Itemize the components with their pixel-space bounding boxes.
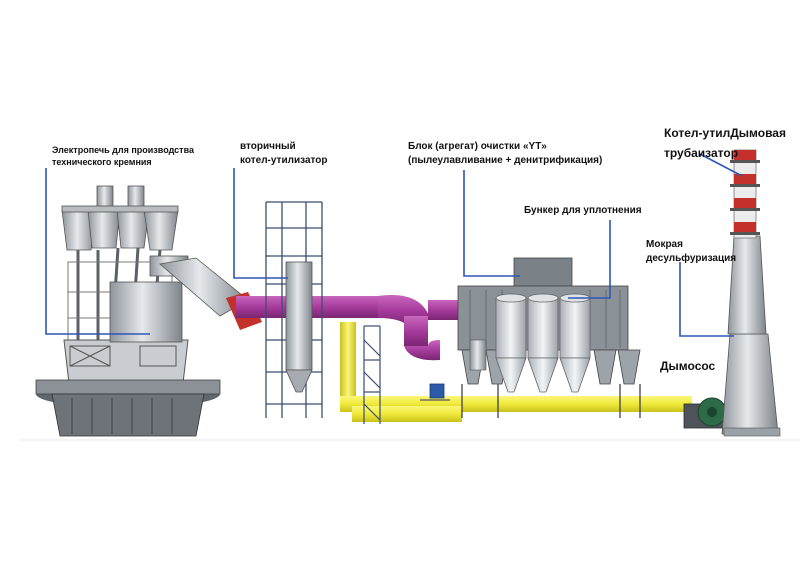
label-cleaning-block: Блок (агрегат) очистки «YT» (пылеулавлив… — [408, 140, 602, 167]
label-exhaust-fan-text: Дымосос — [660, 359, 716, 373]
label-chimney: Котел-утилДымовая трубаизатор — [664, 124, 786, 164]
callout-lines — [45, 153, 743, 337]
chimney — [721, 149, 781, 437]
callout-line-boiler — [233, 168, 288, 279]
label-wet-desulfurization-line1: Мокрая — [646, 239, 683, 250]
label-chimney-line2: трубаизатор — [664, 145, 739, 160]
label-cleaning-block-line2: (пылеулавливание + денитрификация) — [408, 154, 603, 166]
label-boiler: вторичный котел-утилизатор — [240, 140, 328, 167]
label-boiler-line1: вторичный — [240, 141, 296, 152]
callout-line-furnace — [45, 168, 150, 335]
label-cleaning-block-line1: Блок (агрегат) очистки «YT» — [408, 141, 547, 152]
label-boiler-line2: котел-утилизатор — [240, 154, 328, 166]
label-wet-desulfurization-line2: десульфуризация — [646, 252, 737, 264]
silicon-furnace — [35, 185, 221, 437]
callout-line-chimney — [699, 153, 743, 177]
label-furnace: Электропечь для производства техническог… — [52, 144, 194, 168]
secondary-waste-heat-boiler — [265, 201, 323, 418]
label-furnace-line2: технического кремния — [52, 157, 152, 168]
exhaust-fan — [683, 397, 729, 429]
label-wet-desulfurization: Мокрая десульфуризация — [646, 238, 736, 265]
label-bunker-text: Бункер для уплотнения — [524, 205, 642, 216]
callout-line-desulfurization — [679, 262, 734, 337]
label-exhaust-fan: Дымосос — [660, 358, 715, 374]
label-bunker: Бункер для уплотнения — [524, 204, 642, 218]
stair-tower — [363, 325, 381, 424]
callout-line-cleaning-block — [463, 170, 520, 277]
label-furnace-line1: Электропечь для производства — [52, 145, 195, 155]
callout-line-bunker — [568, 220, 611, 299]
label-chimney-line1: Котел-утилДымовая — [664, 126, 786, 140]
densification-silos — [495, 293, 591, 393]
